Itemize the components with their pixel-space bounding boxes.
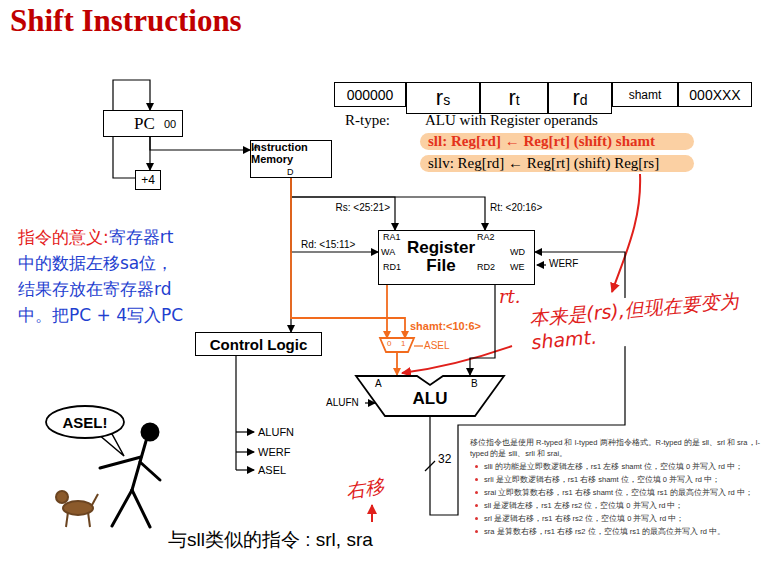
connector (396, 352, 398, 375)
bullet-dot (475, 491, 478, 494)
connector (291, 178, 378, 252)
node-text: Control Logic (210, 336, 308, 353)
node-text: B (471, 378, 478, 389)
connector (386, 285, 388, 338)
bullet-dot (475, 465, 478, 468)
title: Shift Instructions (10, 3, 242, 39)
note-text: srai 立即数算数右移，rs1 右移 shamt 位，空位填 rs1 的最高位… (470, 487, 768, 498)
label-text: 指令的意义: (18, 227, 109, 247)
node-text: WA (381, 247, 395, 257)
node-text: 000000 (347, 87, 394, 103)
node-text: shamt (629, 88, 662, 102)
node-text: Register File (396, 239, 486, 275)
process-box: shamt (612, 82, 678, 107)
label-text: ASEL (424, 340, 450, 351)
alu-shape: ALU A B (355, 375, 505, 417)
connector (150, 137, 250, 150)
process-box: rt (480, 82, 548, 114)
node-text: 000XXX (689, 87, 740, 103)
note-text: srli 是立即数逻辑右移，rs1 右移 shamt 位，空位填 0 并写入 r… (470, 474, 768, 485)
note-text: sra 是算数右移，rs1 右移 rs2 位，空位填 rs1 的最高位并写入 r… (470, 526, 768, 537)
process-box: PC 00 (103, 110, 183, 137)
note-text: sll 是逻辑左移，rs1 左移 rs2 位，空位填 0 并写入 rd 中； (470, 500, 768, 511)
node-text: +4 (141, 173, 155, 187)
edge-label: Rt: <20:16> (489, 202, 543, 213)
label-text: rt. (499, 286, 521, 307)
node-text: RA2 (477, 232, 495, 242)
bullet-dot (475, 517, 478, 520)
label-text: 本来是(rs),但现在要变为 shamt. (528, 286, 767, 354)
label-text: WERF (258, 446, 290, 458)
label-text: WERF (549, 258, 578, 269)
node-text: WE (510, 262, 525, 272)
process-box: 000000 (334, 82, 406, 107)
text-group: 指令的意义:寄存器rt中的数据左移sa位，结果存放在寄存器rd中。把PC + 4… (18, 224, 186, 328)
process-box: Instruction MemoryA D (250, 140, 332, 178)
node-text: WD (510, 247, 525, 257)
label-text: ALUFN (326, 397, 359, 408)
node-text: Instruction Memory (251, 141, 321, 165)
process-box: rs (406, 82, 480, 114)
node-text: RA1 (383, 232, 401, 242)
node-text: A (253, 142, 259, 152)
node-text: rt (508, 85, 519, 111)
note-text: 移位指令也是使用 R-typed 和 I-typed 两种指令格式。R-type… (470, 437, 768, 459)
node-text: ALU (400, 389, 460, 409)
connector (149, 137, 150, 170)
note-text: srl 是逻辑右移，rs1 右移 rs2 位，空位填 0 并写入 rd 中； (470, 513, 768, 524)
bullet-dot (475, 478, 478, 481)
connector (291, 178, 395, 230)
mux-outline (380, 338, 414, 352)
bullet-dot (475, 504, 478, 507)
process-box: rd (548, 82, 612, 114)
label-text: sllv: Reg[rd] ← Reg[rt] (shift) Reg[rs] (420, 155, 694, 172)
bubble-outline (46, 406, 124, 438)
process-box: Control Logic (195, 332, 322, 356)
node-text: ASEL! (63, 414, 108, 431)
process-box: 000XXX (678, 82, 752, 107)
label-text: ALUFN (258, 426, 294, 438)
edge-label: shamt:<10:6> (409, 320, 482, 332)
node-text: 1 (401, 339, 405, 348)
node-text: rs (436, 85, 450, 111)
label-text: sll: Reg[rd] ← Reg[rt] (shift) shamt (420, 133, 694, 150)
edge-label: Rs: <25:21> (335, 202, 391, 213)
process-box: +4 (135, 170, 161, 190)
node-text: rd (572, 85, 587, 111)
node-text: PC (134, 114, 155, 134)
edge-label: 32 (437, 452, 452, 466)
bubble-shape: ASEL! (45, 405, 125, 439)
node-text: RD2 (477, 262, 495, 272)
node-text: D (287, 167, 294, 177)
alu-outline (356, 376, 504, 416)
node-text: RD1 (383, 262, 401, 272)
process-box: Register FileRA1 RA2WA WD RD1 RD2 WE (378, 230, 535, 285)
node-text: 00 (164, 118, 176, 130)
connector (291, 178, 485, 230)
dog (56, 491, 98, 527)
label-text: 右移 (344, 473, 385, 504)
label-text: ASEL (258, 464, 286, 476)
label-text: R-type: (345, 112, 390, 129)
label-text: ALU with Register operands (425, 112, 598, 129)
mux-outline (380, 338, 414, 352)
node-text: A (375, 378, 382, 389)
edge-label: Rd: <15:11> (300, 239, 356, 250)
note-text: slli 的功能是立即数逻辑左移，rs1 左移 shamt 位，空位填 0 并写… (470, 461, 768, 472)
note-block: 移位指令也是使用 R-typed 和 I-typed 两种指令格式。R-type… (470, 437, 768, 537)
label-text: 与sll类似的指令 : srl, sra (168, 527, 373, 553)
bullet-dot (475, 530, 478, 533)
mux-shape: 01 (380, 338, 414, 352)
node-text: 0 (387, 339, 391, 348)
